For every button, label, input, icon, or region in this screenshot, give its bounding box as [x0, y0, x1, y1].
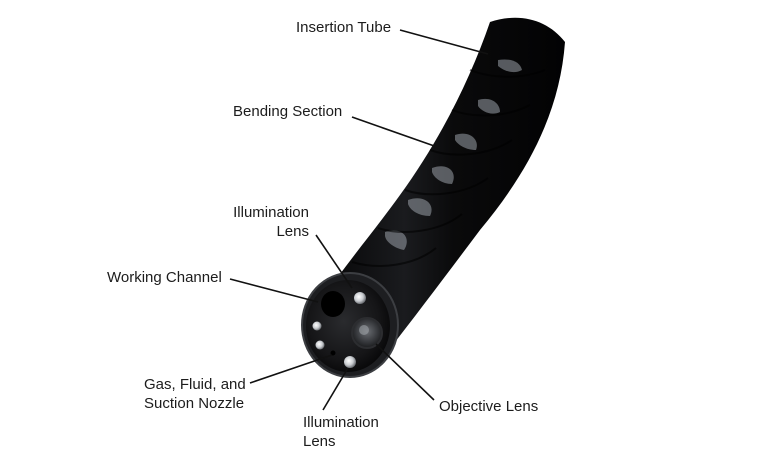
- label-gas-fluid-suction-line2: Suction Nozzle: [144, 395, 245, 412]
- label-gas-fluid-suction-line1: Gas, Fluid, and: [144, 376, 246, 393]
- working-channel-opening: [321, 291, 345, 317]
- label-insertion-tube: Insertion Tube: [296, 19, 392, 36]
- label-objective-lens: Objective Lens: [439, 398, 539, 415]
- label-illumination-lens-bottom-line1: Illumination: [303, 414, 379, 431]
- label-gas-fluid-suction: Gas, Fluid, and Suction Nozzle: [144, 375, 246, 413]
- leader-illumination-top: [315, 234, 353, 289]
- label-illumination-lens-top-line2: Lens: [276, 223, 309, 240]
- illumination-lens-top-glass: [354, 292, 366, 304]
- leader-objective-lens: [375, 343, 435, 401]
- insertion-tube-body: [318, 17, 565, 355]
- label-bending-section: Bending Section: [233, 103, 343, 120]
- suction-nozzle-opening: [330, 350, 336, 356]
- illumination-lens-bottom-glass: [344, 356, 356, 368]
- tube-highlights: [385, 59, 522, 250]
- leader-insertion-tube: [399, 29, 489, 55]
- leader-lines: [229, 29, 489, 411]
- label-illumination-lens-bottom-line2: Lens: [303, 433, 336, 450]
- label-working-channel: Working Channel: [107, 269, 222, 286]
- leader-working-channel: [229, 278, 319, 303]
- nozzle-left-upper: [312, 321, 322, 331]
- tube-ring-shadows: [351, 69, 546, 267]
- nozzle-left-lower: [315, 340, 325, 350]
- label-illumination-lens-bottom: Illumination Lens: [303, 413, 379, 451]
- label-illumination-lens-top: Illumination Lens: [229, 203, 309, 241]
- leader-bending-section: [351, 116, 441, 149]
- label-illumination-lens-top-line1: Illumination: [233, 204, 309, 221]
- leader-illumination-bottom: [322, 367, 349, 411]
- leader-gas-fluid-suction: [249, 354, 333, 384]
